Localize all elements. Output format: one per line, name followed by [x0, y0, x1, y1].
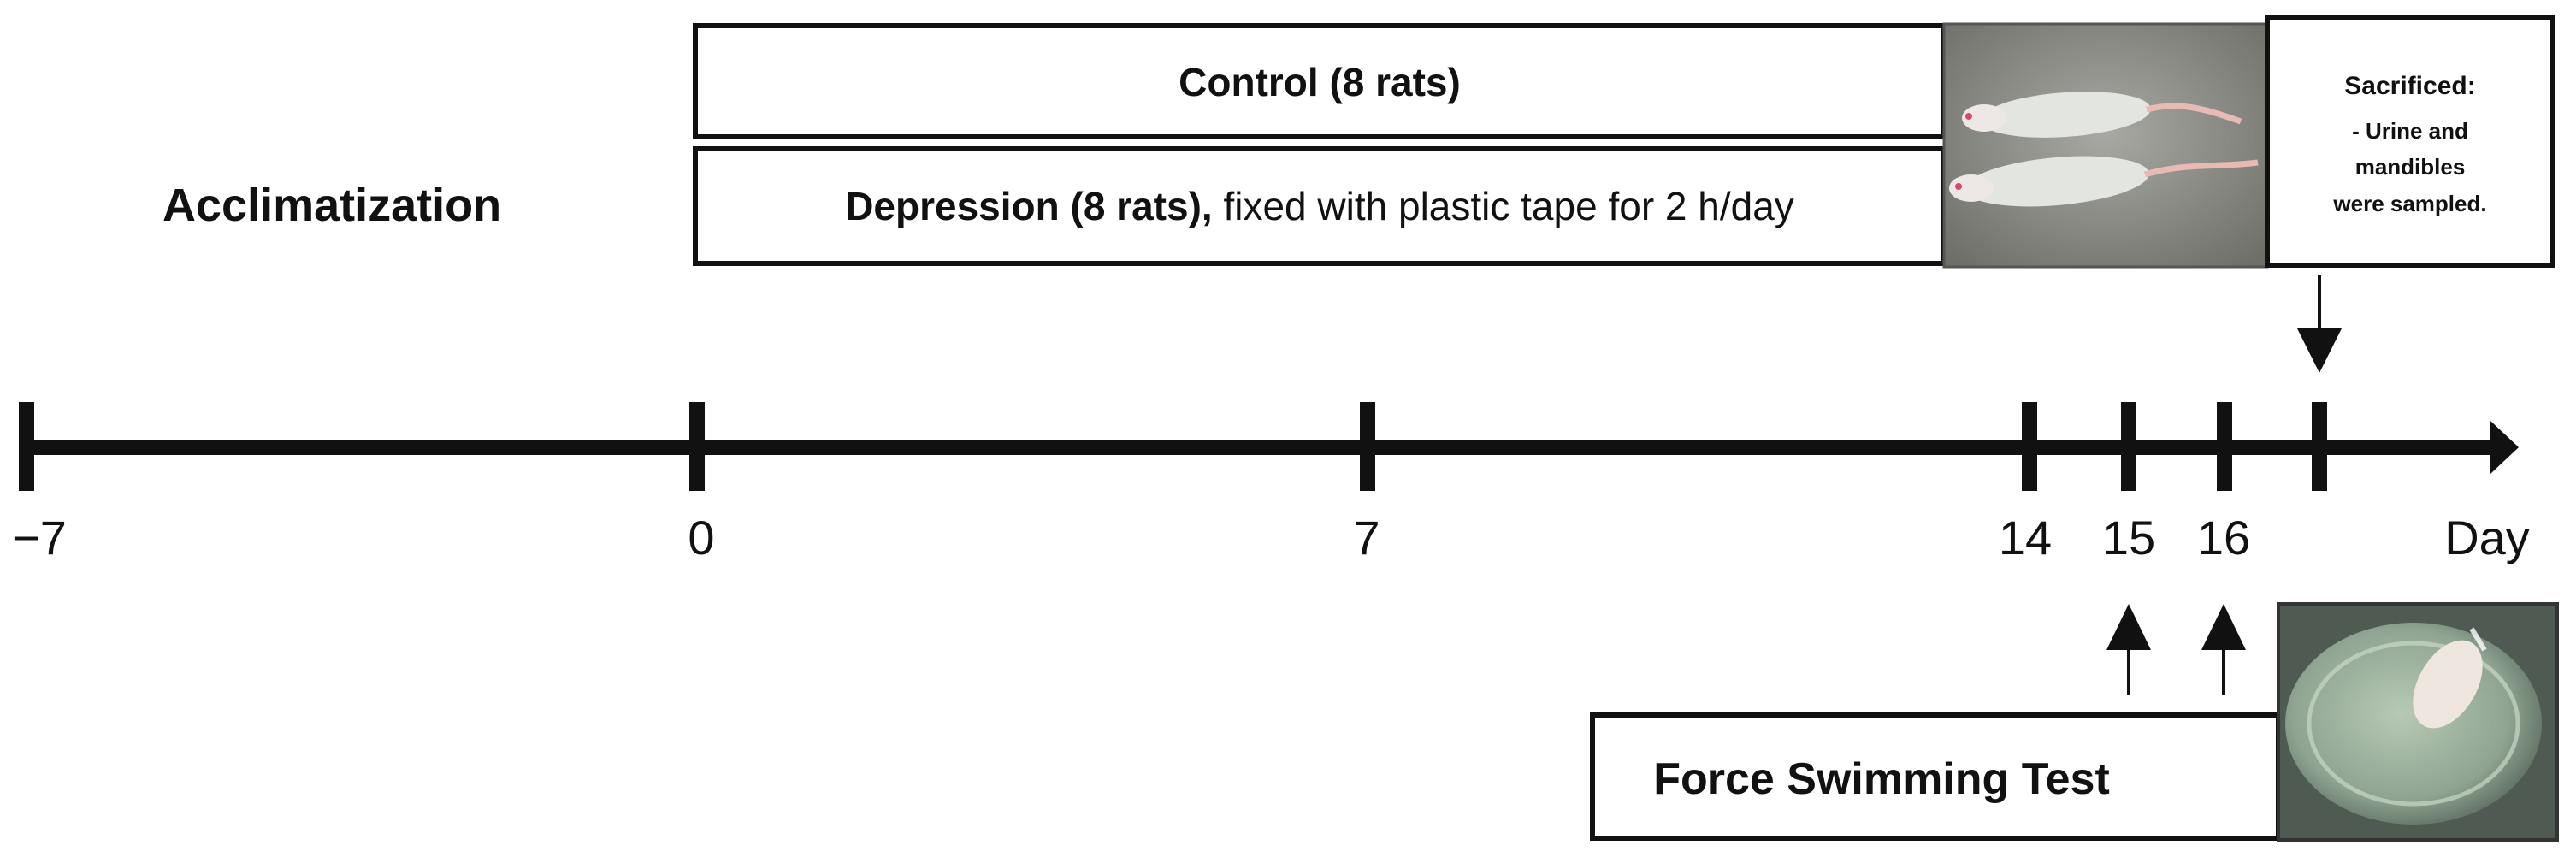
sacrificed-line-2: mandibles [2355, 154, 2466, 180]
tick-15 [2121, 402, 2136, 491]
tick-label-7: 7 [1353, 511, 1380, 564]
acclimatization-label: Acclimatization [162, 180, 501, 231]
force-swimming-test-label: Force Swimming Test [1653, 754, 2110, 804]
tick-label-15: 15 [2102, 511, 2155, 564]
force-swimming-test-box: Force Swimming Test [1590, 712, 2281, 841]
depression-group-box: Depression (8 rats), fixed with plastic … [693, 146, 1947, 266]
tick-label-minus-7: −7 [12, 511, 67, 564]
tick-16 [2217, 402, 2232, 491]
fst-arrow-day-16 [2201, 604, 2246, 695]
tick-sacrifice [2312, 402, 2327, 491]
control-group-label: Control (8 rats) [1179, 60, 1461, 104]
tick-0 [689, 402, 705, 491]
swimming-rat-photo [2277, 602, 2559, 842]
sacrificed-line-3: were sampled. [2332, 191, 2486, 216]
timeline-arrowhead [2490, 421, 2519, 474]
timeline-axis [19, 402, 2519, 491]
tick-minus-7 [19, 402, 34, 491]
depression-group-label-detail: fixed with plastic tape for 2 h/day [1213, 184, 1794, 228]
depression-group-label: Depression (8 rats), fixed with plastic … [845, 184, 1794, 228]
tick-label-0: 0 [688, 511, 714, 564]
tick-14 [2022, 402, 2037, 491]
restrained-rats-photo [1942, 22, 2269, 269]
day-axis-label: Day [2444, 511, 2530, 564]
tick-label-16: 16 [2197, 511, 2250, 564]
tick-label-14: 14 [1999, 511, 2052, 564]
sacrificed-line-1: - Urine and [2352, 118, 2468, 144]
tick-7 [1360, 402, 1375, 491]
sacrificed-title: Sacrificed: [2344, 72, 2475, 100]
sacrifice-arrow [2297, 275, 2342, 373]
control-group-box: Control (8 rats) [693, 23, 1947, 139]
fst-arrow-day-15 [2106, 604, 2151, 695]
sacrificed-box: Sacrificed: - Urine and mandibles were s… [2265, 15, 2555, 268]
depression-group-label-bold: Depression (8 rats), [845, 184, 1212, 228]
